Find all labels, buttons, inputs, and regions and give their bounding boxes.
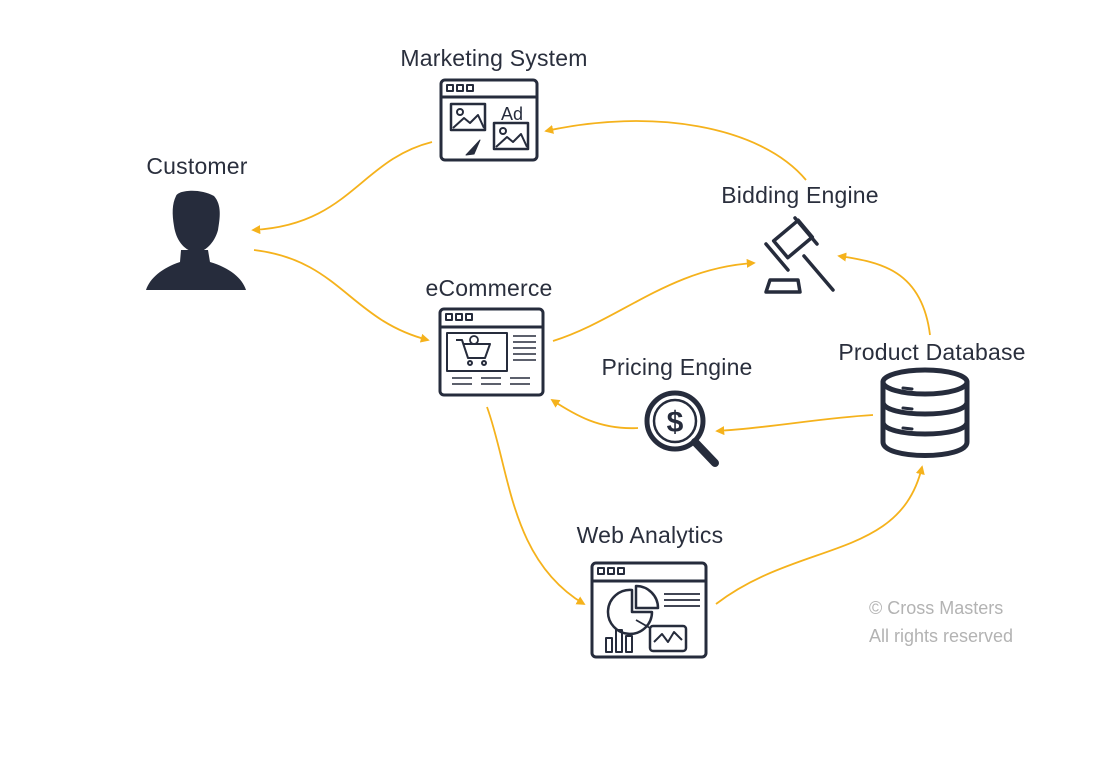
pricing-engine-label: Pricing Engine: [601, 354, 753, 380]
edge-ecommerce-to-analytics: [486, 406, 586, 605]
edge-bidding-to-marketing: [544, 120, 807, 181]
edge-pricing-to-ecommerce: [550, 399, 639, 430]
bidding-engine-label: Bidding Engine: [721, 182, 879, 208]
edge-database-to-bidding: [837, 252, 931, 336]
ad-text: Ad: [501, 104, 523, 124]
web-analytics-label: Web Analytics: [576, 522, 724, 548]
edge-marketing-to-customer: [251, 141, 433, 235]
copyright-line-2: All rights reserved: [869, 626, 1014, 646]
copyright-line-1: © Cross Masters: [869, 598, 1004, 618]
gavel-icon: [764, 216, 835, 294]
dollar-magnifier-icon: [644, 390, 719, 467]
edge-analytics-to-database: [715, 465, 925, 605]
database-icon: [880, 367, 970, 458]
edge-ecommerce-to-bidding: [552, 258, 756, 342]
customer-label: Customer: [146, 153, 248, 179]
edges: [251, 120, 931, 605]
dollar-sign: $: [667, 406, 684, 439]
edge-database-to-pricing: [715, 414, 874, 436]
marketing-system-label: Marketing System: [400, 45, 588, 71]
analytics-browser-icon: [590, 561, 708, 659]
edge-customer-to-ecommerce: [253, 249, 430, 343]
ad-browser-icon: [439, 78, 539, 162]
ecommerce-label: eCommerce: [425, 275, 553, 301]
shopping-cart-browser-icon: [438, 307, 545, 397]
product-database-label: Product Database: [838, 339, 1026, 365]
copyright-notice: © Cross Masters All rights reserved: [869, 594, 1013, 650]
person-icon: [146, 190, 246, 290]
